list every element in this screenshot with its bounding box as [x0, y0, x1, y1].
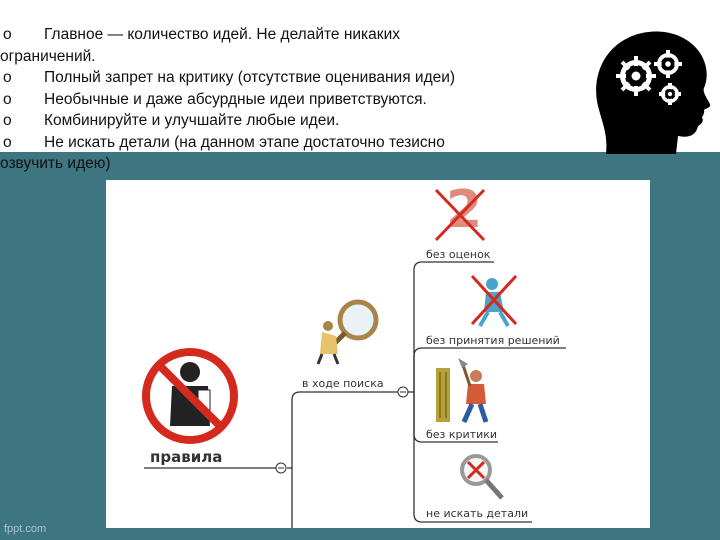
bullet-list: o Главное — количество идей. Не делайте н…	[0, 24, 600, 175]
crossed-magnifier-icon	[460, 454, 504, 500]
head-gears-icon	[596, 31, 711, 155]
bullet-text: Полный запрет на критику (отсутствие оце…	[44, 69, 456, 86]
bullet-item: o Главное — количество идей. Не делайте н…	[0, 24, 600, 46]
bullet-continuation: ограничений.	[0, 47, 96, 65]
bullet-text: Комбинируйте и улучшайте любые идеи.	[44, 112, 340, 129]
mindmap-root: правила	[150, 448, 223, 466]
bullet-item: o Полный запрет на критику (отсутствие оц…	[0, 67, 600, 89]
mindmap-panel: правила в ходе поиска 2 без оценок	[106, 180, 650, 528]
bullet-item: o Необычные и даже абсурдные идеи приветс…	[0, 89, 600, 111]
mindmap-leaf-no-evaluation: без оценок	[426, 248, 491, 261]
mindmap-branch: в ходе поиска	[302, 377, 384, 390]
bullet-marker: o	[3, 90, 12, 108]
crossed-figure-icon	[470, 274, 518, 327]
mindmap-leaf-no-criticism: без критики	[426, 428, 498, 441]
no-entry-person-icon	[142, 348, 238, 444]
bullet-text: Главное — количество идей. Не делайте ни…	[44, 26, 400, 43]
woodcutter-icon	[436, 358, 489, 424]
bullet-item: o Комбинируйте и улучшайте любые идеи.	[0, 110, 600, 132]
bullet-marker: o	[3, 112, 12, 129]
bullet-marker: o	[3, 133, 12, 151]
mindmap-lines	[144, 261, 566, 528]
bullet-marker: o	[3, 26, 12, 43]
mindmap-leaf-no-decisions: без принятия решений	[426, 334, 560, 347]
magnifier-figure-icon	[316, 299, 379, 365]
mindmap-leaf-no-details: не искать детали	[426, 507, 529, 520]
bullet-text: Необычные и даже абсурдные идеи приветст…	[44, 90, 427, 108]
footer-watermark: fppt.com	[4, 523, 47, 535]
bullet-continuation: озвучить идею)	[0, 155, 111, 172]
bullet-marker: o	[3, 69, 12, 86]
crossed-number-icon: 2	[432, 180, 488, 244]
bullet-item: o Не искать детали (на данном этапе доста…	[0, 132, 600, 154]
bullet-text: Не искать детали (на данном этапе достат…	[44, 133, 445, 151]
